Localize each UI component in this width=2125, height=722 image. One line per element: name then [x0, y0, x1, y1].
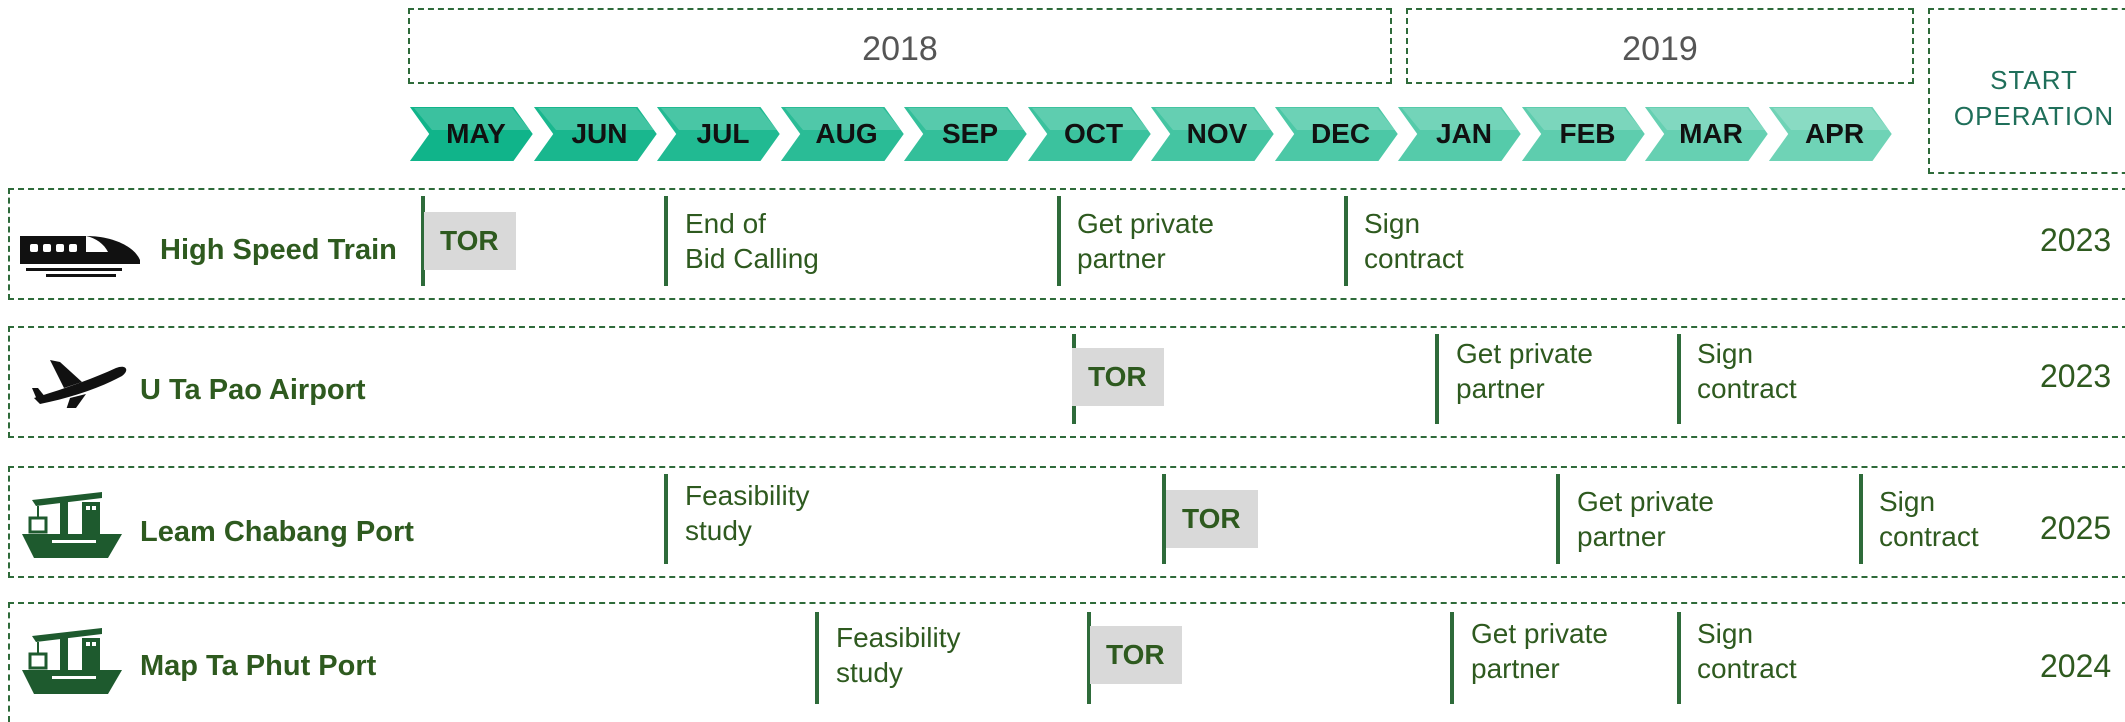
milestone-sign-contract: Sign contract: [1697, 618, 1797, 684]
milestone-end-of-bid-calling: End of Bid Calling: [685, 208, 819, 274]
tor-badge: TOR: [1072, 348, 1164, 406]
project-row-map-ta-phut-port: [8, 602, 2125, 722]
train-icon: [16, 222, 146, 285]
milestone-line: [1162, 474, 1166, 564]
project-row-u-ta-pao-airport: [8, 326, 2125, 438]
year-label: 2018: [862, 30, 938, 68]
milestone-line: [1677, 612, 1681, 704]
month-label: OCT: [1063, 118, 1124, 149]
cargo-ship-icon: [22, 490, 122, 565]
tor-badge: TOR: [1090, 626, 1182, 684]
milestone-get-private-partner: Get private partner: [1577, 486, 1714, 552]
month-label: DEC: [1310, 118, 1371, 149]
milestone-line: [421, 196, 425, 286]
month-label: JUL: [696, 118, 750, 149]
start-year: 2023: [2040, 358, 2112, 394]
month-chevron-oct: OCT: [1025, 106, 1152, 162]
month-label: NOV: [1186, 118, 1248, 149]
month-label: FEB: [1559, 118, 1616, 149]
milestone-line: [815, 612, 819, 704]
month-label: MAR: [1679, 118, 1743, 149]
year-box-2019: 2019: [1406, 8, 1914, 84]
month-chevron-jun: JUN: [531, 106, 658, 162]
milestone-line: [1435, 334, 1439, 424]
milestone-sign-contract: Sign contract: [1697, 338, 1797, 404]
milestone-line: [1859, 474, 1863, 564]
month-label: AUG: [815, 118, 878, 149]
milestone-sign-contract: Sign contract: [1364, 208, 1464, 274]
cargo-ship-icon: [22, 626, 122, 701]
tor-badge: TOR: [424, 212, 516, 270]
milestone-line: [1677, 334, 1681, 424]
month-chevron-jan: JAN: [1396, 106, 1522, 162]
project-label: Map Ta Phut Port: [140, 650, 377, 682]
month-label: APR: [1804, 118, 1865, 149]
milestone-feasibility-study: Feasibility study: [685, 480, 810, 546]
project-label: Leam Chabang Port: [140, 516, 414, 548]
milestone-line: [1344, 196, 1348, 286]
month-label: JAN: [1435, 118, 1492, 149]
milestone-line: [1556, 474, 1560, 564]
month-chevron-apr: APR: [1766, 106, 1893, 162]
month-label: MAY: [446, 118, 506, 149]
project-label: High Speed Train: [160, 234, 397, 266]
month-chevron-dec: DEC: [1272, 106, 1399, 162]
milestone-line: [664, 196, 668, 286]
month-chevron-mar: MAR: [1643, 106, 1769, 162]
milestone-get-private-partner: Get private partner: [1456, 338, 1593, 404]
month-label: JUN: [571, 118, 628, 149]
airplane-icon: [30, 354, 130, 413]
month-chevron-jul: JUL: [655, 106, 781, 162]
project-label: U Ta Pao Airport: [140, 374, 366, 406]
month-chevron-may: MAY: [408, 106, 534, 162]
project-row-high-speed-train: [8, 188, 2125, 300]
month-chevron-feb: FEB: [1519, 106, 1646, 162]
milestone-line: [664, 474, 668, 564]
project-row-leam-chabang-port: [8, 466, 2125, 578]
year-box-2018: 2018: [408, 8, 1392, 84]
milestone-line: [1057, 196, 1061, 286]
milestone-line: [1087, 612, 1091, 704]
milestone-line: [1450, 612, 1454, 704]
year-label: 2019: [1622, 30, 1698, 68]
milestone-get-private-partner: Get private partner: [1077, 208, 1214, 274]
milestone-get-private-partner: Get private partner: [1471, 618, 1608, 684]
start-year: 2024: [2040, 648, 2112, 684]
start-operation-label: START OPERATION: [1953, 65, 2115, 131]
month-chevron-aug: AUG: [778, 106, 905, 162]
start-year: 2025: [2040, 510, 2112, 546]
start-year: 2023: [2040, 222, 2112, 258]
milestone-sign-contract: Sign contract: [1879, 486, 1979, 552]
milestone-feasibility-study: Feasibility study: [836, 622, 961, 688]
month-chevron-sep: SEP: [902, 106, 1028, 162]
tor-badge: TOR: [1166, 490, 1258, 548]
start-operation-box: START OPERATION: [1928, 8, 2125, 174]
month-chevron-nov: NOV: [1149, 106, 1275, 162]
month-label: SEP: [941, 118, 999, 149]
